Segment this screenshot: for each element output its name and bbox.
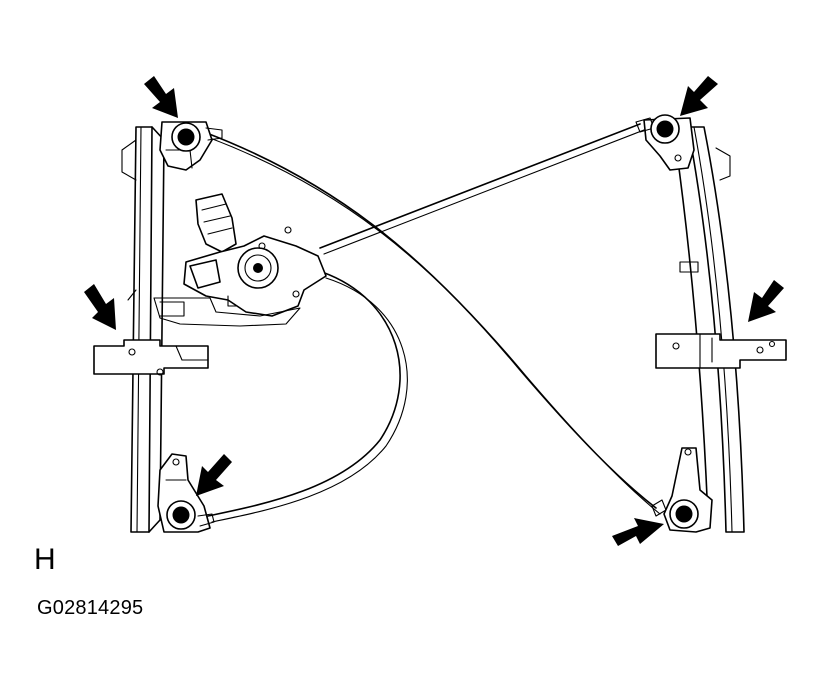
arrow-icon — [84, 284, 116, 330]
right-mounting-bracket — [655, 333, 787, 369]
arrow-icon — [748, 280, 784, 322]
view-letter: H — [34, 543, 56, 576]
arrow-icon — [144, 76, 178, 118]
arrow-icon — [196, 454, 232, 496]
right-guide-rail — [675, 126, 745, 533]
figure-code: G02814295 — [37, 597, 144, 619]
left-mounting-bracket — [93, 339, 209, 376]
arrow-icon — [680, 76, 718, 116]
arrow-icon — [612, 518, 664, 546]
bolt-icon — [669, 499, 699, 529]
bolt-icon — [166, 500, 196, 530]
left-guide-rail — [121, 126, 165, 533]
bolt-icon — [171, 122, 201, 152]
motor-icon — [153, 193, 327, 327]
bolt-icon — [650, 114, 680, 144]
regulator-cables — [203, 123, 661, 523]
